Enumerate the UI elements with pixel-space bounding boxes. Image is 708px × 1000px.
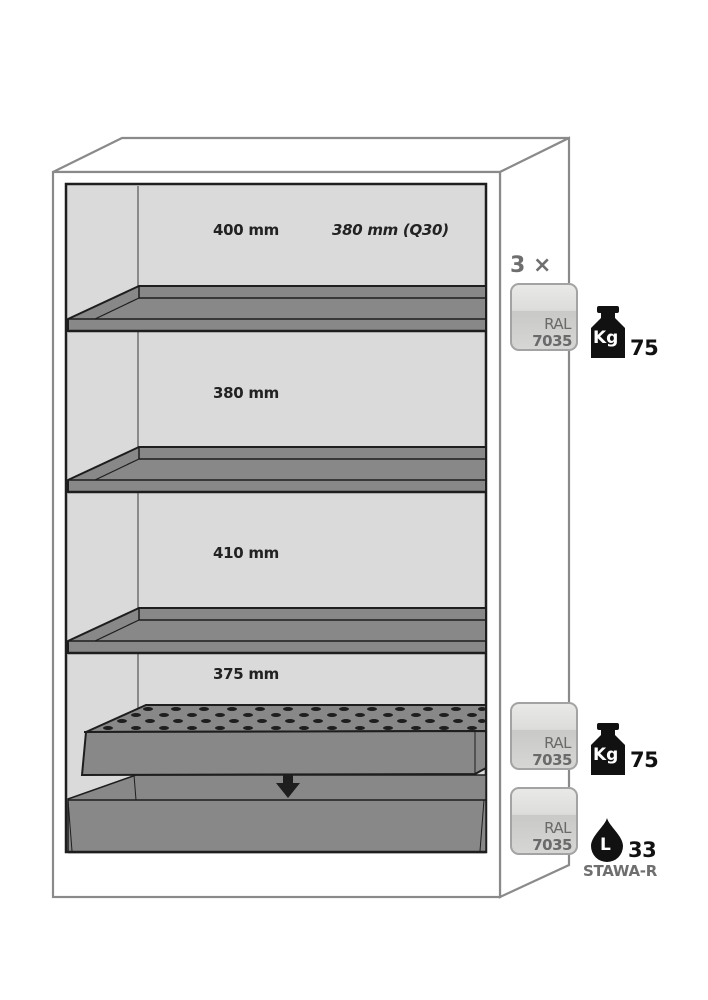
sump-volume-value: 33 bbox=[628, 838, 657, 862]
insert-load-value: 75 bbox=[630, 748, 659, 772]
sump-liter-text: L bbox=[600, 835, 611, 855]
shelf-1 bbox=[67, 285, 487, 333]
shelf-kg-text: Kg bbox=[593, 328, 619, 348]
shelf-2 bbox=[67, 446, 487, 494]
weight-kg-icon bbox=[591, 306, 625, 358]
compartment-4-height: 375 mm bbox=[213, 665, 279, 683]
shelf-ral-label: RAL bbox=[544, 315, 571, 333]
shelf-color-swatch: RAL 7035 bbox=[510, 283, 578, 351]
arrow-down-icon bbox=[276, 775, 300, 798]
insert-ral-code: 7035 bbox=[532, 751, 572, 769]
compartment-3-height: 410 mm bbox=[213, 544, 279, 562]
perforation-holes bbox=[103, 707, 486, 730]
sump-color-swatch: RAL 7035 bbox=[510, 787, 578, 855]
compartment-1-height-q30: 380 mm (Q30) bbox=[332, 221, 449, 239]
perforated-insert bbox=[80, 704, 487, 777]
shelf-load-value: 75 bbox=[630, 336, 659, 360]
shelf-quantity: 3 × bbox=[510, 253, 552, 278]
compartment-2-height: 380 mm bbox=[213, 384, 279, 402]
liquid-drop-icon bbox=[591, 818, 623, 862]
compartment-1-height: 400 mm bbox=[213, 221, 279, 239]
sump-ral-label: RAL bbox=[544, 819, 571, 837]
shelf-ral-code: 7035 bbox=[532, 332, 572, 350]
weight-kg-icon bbox=[591, 723, 625, 775]
sump-ral-code: 7035 bbox=[532, 836, 572, 854]
sump-standard: STAWA-R bbox=[583, 862, 657, 880]
shelf-3 bbox=[67, 607, 487, 655]
insert-ral-label: RAL bbox=[544, 734, 571, 752]
insert-color-swatch: RAL 7035 bbox=[510, 702, 578, 770]
insert-kg-text: Kg bbox=[593, 745, 619, 765]
bottom-sump bbox=[67, 774, 487, 854]
